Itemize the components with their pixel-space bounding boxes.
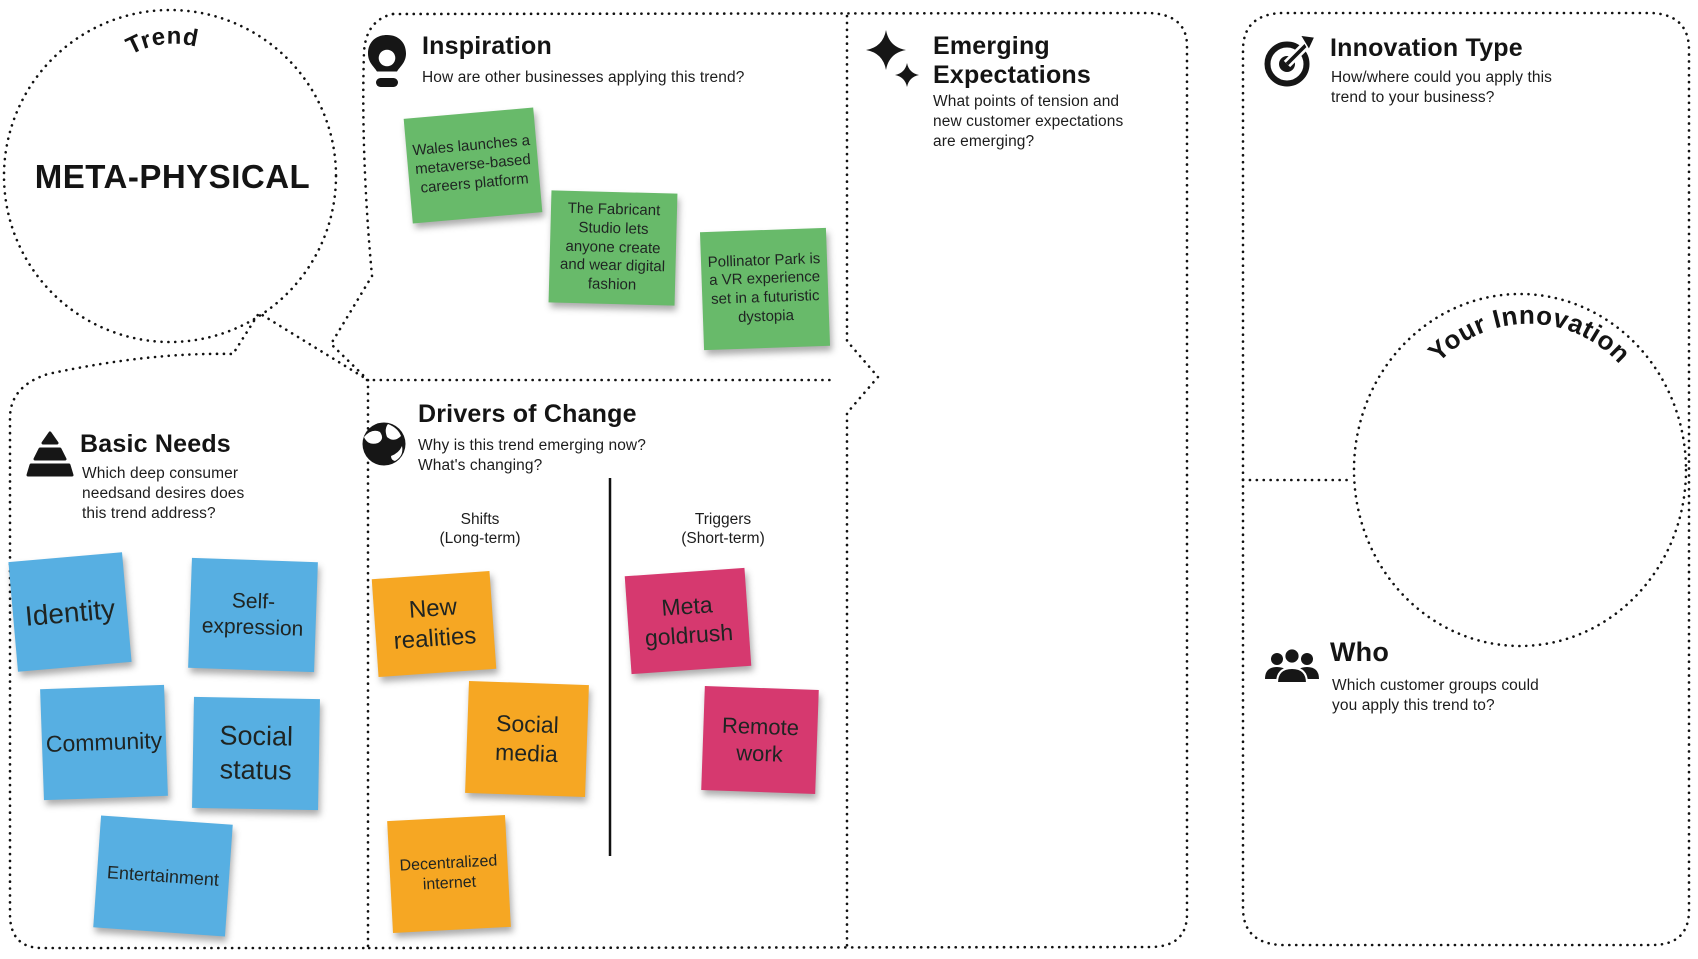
globe-icon — [362, 422, 406, 466]
middle-emerging-divider — [845, 14, 880, 948]
sticky-note[interactable]: Decentralized internet — [387, 814, 511, 934]
sticky-note[interactable]: Community — [40, 684, 168, 801]
who-title: Who — [1330, 637, 1390, 667]
emerging-expectations-title: Emerging Expectations — [933, 32, 1092, 89]
pyramid-icon — [26, 431, 74, 477]
sticky-note[interactable]: The Fabricant Studio lets anyone create … — [548, 190, 678, 306]
shifts-sublabel: (Long-term) — [439, 530, 521, 547]
basic-needs-title: Basic Needs — [80, 430, 231, 458]
sticky-note[interactable]: Pollinator Park is a VR experience set i… — [699, 227, 831, 351]
innovation-type-question: How/where could you apply this trend to … — [1331, 69, 1552, 106]
emerging-expectations-question: What points of tension and new customer … — [933, 93, 1124, 150]
trend-name: META-PHYSICAL — [34, 158, 311, 195]
sticky-note[interactable]: Identity — [8, 552, 132, 672]
sticky-note[interactable]: Wales launches a metaverse-based careers… — [403, 107, 543, 224]
drivers-of-change-title: Drivers of Change — [418, 400, 637, 428]
trend-label: Trend — [122, 23, 200, 61]
sticky-note[interactable]: New realities — [371, 571, 497, 677]
sparkles-icon — [866, 30, 919, 87]
your-innovation-label: Your Innovation — [1422, 300, 1636, 369]
svg-text:Your Innovation: Your Innovation — [1422, 300, 1637, 369]
right-panel-border — [1241, 11, 1691, 947]
inspiration-tail — [329, 12, 395, 381]
triggers-column-header: Triggers (Short-term) — [653, 510, 793, 548]
sticky-note[interactable]: Social media — [465, 680, 589, 798]
central-panel-border — [366, 11, 1189, 950]
sticky-note[interactable]: Meta goldrush — [624, 567, 752, 675]
sticky-note[interactable]: Remote work — [701, 686, 819, 794]
innovation-type-title: Innovation Type — [1330, 34, 1523, 62]
sticky-note[interactable]: Social status — [192, 696, 320, 811]
shifts-label: Shifts — [460, 511, 500, 528]
basic-needs-question: Which deep consumer needsand desires doe… — [82, 465, 245, 522]
trend-bubble — [2, 8, 338, 344]
people-icon — [1265, 647, 1319, 684]
triggers-sublabel: (Short-term) — [681, 530, 765, 547]
sticky-note[interactable]: Entertainment — [93, 815, 233, 937]
shifts-column-header: Shifts (Long-term) — [410, 510, 550, 548]
svg-text:Trend: Trend — [122, 23, 201, 61]
who-question: Which customer groups could you apply th… — [1332, 677, 1539, 714]
sticky-note[interactable]: Self-expression — [188, 557, 318, 673]
triggers-label: Triggers — [694, 511, 752, 528]
target-icon — [1264, 34, 1317, 87]
your-innovation-circle — [1352, 292, 1688, 648]
inspiration-title: Inspiration — [422, 32, 552, 60]
lightbulb-icon — [368, 35, 406, 87]
basic-needs-bubble — [8, 311, 370, 950]
inspiration-question: How are other businesses applying this t… — [422, 69, 745, 86]
drivers-of-change-question: Why is this trend emerging now? What's c… — [418, 437, 646, 474]
